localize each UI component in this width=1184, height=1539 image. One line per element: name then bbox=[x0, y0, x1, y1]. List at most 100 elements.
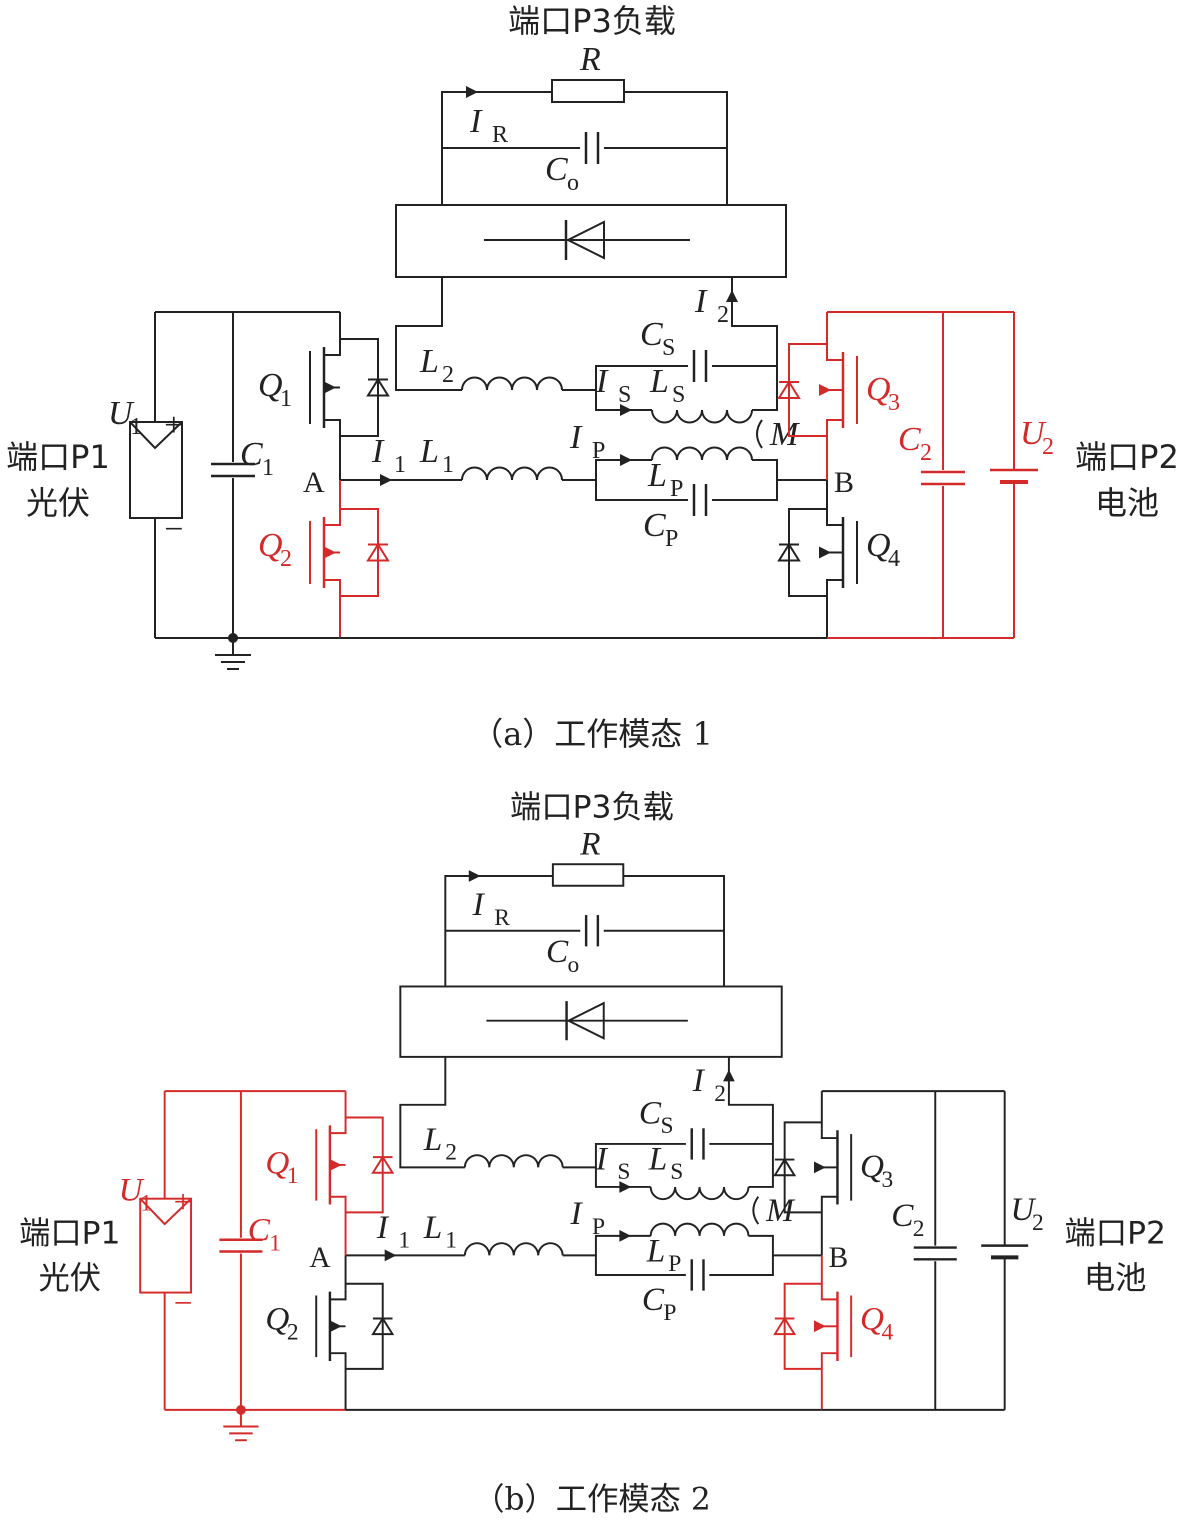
label-LS: L bbox=[649, 363, 669, 400]
label-I1: I bbox=[376, 1209, 390, 1246]
label-I1-subscript: 1 bbox=[398, 1228, 410, 1254]
mosfet-Q1-source bbox=[329, 1195, 347, 1207]
label-C2: C bbox=[898, 421, 921, 458]
port-p1-label: 端口P1 bbox=[6, 438, 110, 476]
label-R: R bbox=[579, 41, 601, 78]
mosfet-Q1-drain bbox=[324, 345, 341, 356]
lp-wire-right bbox=[748, 1234, 822, 1257]
mosfet-Q3-source bbox=[820, 1195, 838, 1207]
port-p2-sublabel: 电池 bbox=[1084, 1261, 1147, 1297]
current-I2-arrow bbox=[723, 1069, 735, 1082]
rectifier-diode bbox=[565, 220, 605, 260]
mosfet-Q4-source bbox=[826, 579, 843, 590]
label-Q2-subscript: 2 bbox=[287, 1320, 299, 1346]
inductor-L2 bbox=[461, 376, 563, 391]
mosfet-Q1-arrow bbox=[329, 1159, 342, 1171]
label-R: R bbox=[579, 825, 600, 862]
mosfet-Q2-arrow bbox=[324, 546, 336, 559]
label-Q4-subscript: 4 bbox=[881, 1320, 893, 1346]
inductor-LP bbox=[651, 446, 753, 461]
node-A: A bbox=[303, 466, 325, 499]
mosfet-Q3-diode bbox=[777, 380, 801, 399]
load-wire-left-top bbox=[444, 874, 553, 987]
label-Co-subscript: o bbox=[567, 170, 579, 196]
label-Q2: Q bbox=[265, 1301, 289, 1338]
ls-wire-left bbox=[595, 390, 652, 411]
mosfet-Q2-diode-wire bbox=[340, 508, 379, 597]
figure-caption: （a）工作模态 1 bbox=[471, 715, 713, 753]
mosfet-Q4-diode bbox=[773, 1316, 797, 1336]
rectifier-diode bbox=[566, 1001, 605, 1040]
label-Q3-subscript: 3 bbox=[888, 390, 900, 416]
label-C1: C bbox=[248, 1212, 271, 1249]
mosfet-Q4-diode bbox=[777, 542, 801, 562]
mosfet-Q4-source bbox=[820, 1352, 838, 1363]
label-IS: I bbox=[595, 363, 609, 400]
mosfet-Q1-diode-wire bbox=[340, 338, 379, 437]
figure-caption: （b）工作模态 2 bbox=[473, 1482, 711, 1518]
cp-wire-right bbox=[709, 1255, 774, 1276]
secondary-wire-left bbox=[399, 1056, 465, 1169]
label-I2-subscript: 2 bbox=[714, 1081, 726, 1107]
label-U1: U bbox=[119, 1172, 145, 1209]
label-IP: I bbox=[569, 1195, 583, 1232]
label-LP-subscript: P bbox=[668, 1251, 681, 1277]
resistor-R bbox=[551, 79, 625, 103]
label-CS-subscript: S bbox=[662, 335, 675, 361]
label-IP-subscript: P bbox=[592, 438, 605, 464]
label-IR: I bbox=[469, 103, 483, 140]
mosfet-Q2-source bbox=[329, 1352, 347, 1363]
mosfet-Q2-drain bbox=[324, 515, 341, 526]
label-Co-subscript: o bbox=[568, 952, 580, 978]
pv-panel-mark bbox=[129, 421, 183, 450]
pv-plus: + bbox=[171, 1183, 193, 1220]
label-L2-subscript: 2 bbox=[445, 1140, 457, 1166]
label-Q2-subscript: 2 bbox=[280, 546, 292, 572]
label-IR-subscript: R bbox=[494, 905, 510, 931]
label-U2-subscript: 2 bbox=[1042, 434, 1054, 460]
mosfet-Q1-diode-wire bbox=[345, 1116, 384, 1214]
mosfet-Q4-drain bbox=[826, 515, 843, 526]
label-LS-subscript: S bbox=[670, 1159, 683, 1185]
current-IS-arrow bbox=[620, 404, 632, 416]
label-I2: I bbox=[694, 283, 708, 320]
label-LP-subscript: P bbox=[670, 476, 683, 502]
ls-wire-left bbox=[594, 1167, 651, 1188]
cp-wire-left bbox=[595, 480, 688, 501]
label-M: M bbox=[769, 416, 800, 453]
secondary-wire-right bbox=[731, 277, 778, 411]
label-Q3: Q bbox=[860, 1148, 884, 1185]
label-Q1-subscript: 1 bbox=[280, 386, 292, 412]
label-C2-subscript: 2 bbox=[913, 1216, 925, 1242]
label-Q4: Q bbox=[860, 1301, 884, 1338]
label-L2-subscript: 2 bbox=[442, 362, 454, 388]
port-p3-label: 端口P3负载 bbox=[508, 2, 676, 40]
label-C2-subscript: 2 bbox=[920, 440, 932, 466]
current-IR-arrow bbox=[466, 86, 478, 98]
current-IP-arrow bbox=[620, 454, 632, 466]
label-I1: I bbox=[371, 433, 385, 470]
label-U2-subscript: 2 bbox=[1032, 1210, 1044, 1236]
label-C1: C bbox=[240, 436, 263, 473]
lp-wire-left bbox=[562, 1234, 651, 1257]
label-Q1: Q bbox=[258, 367, 283, 404]
pv-panel-U1 bbox=[139, 1197, 193, 1294]
label-I1-subscript: 1 bbox=[394, 452, 406, 478]
label-IS: I bbox=[595, 1140, 609, 1177]
label-Q3: Q bbox=[866, 371, 891, 408]
current-I1-arrow bbox=[380, 474, 392, 486]
port-p1-label: 端口P1 bbox=[19, 1216, 120, 1252]
node-A: A bbox=[309, 1242, 330, 1274]
label-IR-subscript: R bbox=[492, 122, 508, 148]
mutual-M-arc bbox=[756, 419, 763, 449]
pv-minus: − bbox=[162, 511, 185, 548]
label-U2: U bbox=[1011, 1191, 1037, 1228]
inductor-LS bbox=[651, 409, 753, 424]
node-B: B bbox=[829, 1242, 849, 1274]
inductor-LS bbox=[649, 1186, 750, 1201]
label-IS-subscript: S bbox=[617, 1159, 630, 1185]
node-B: B bbox=[834, 466, 854, 499]
mosfet-Q1-drain bbox=[329, 1123, 347, 1135]
cs-wire-left bbox=[562, 365, 688, 391]
